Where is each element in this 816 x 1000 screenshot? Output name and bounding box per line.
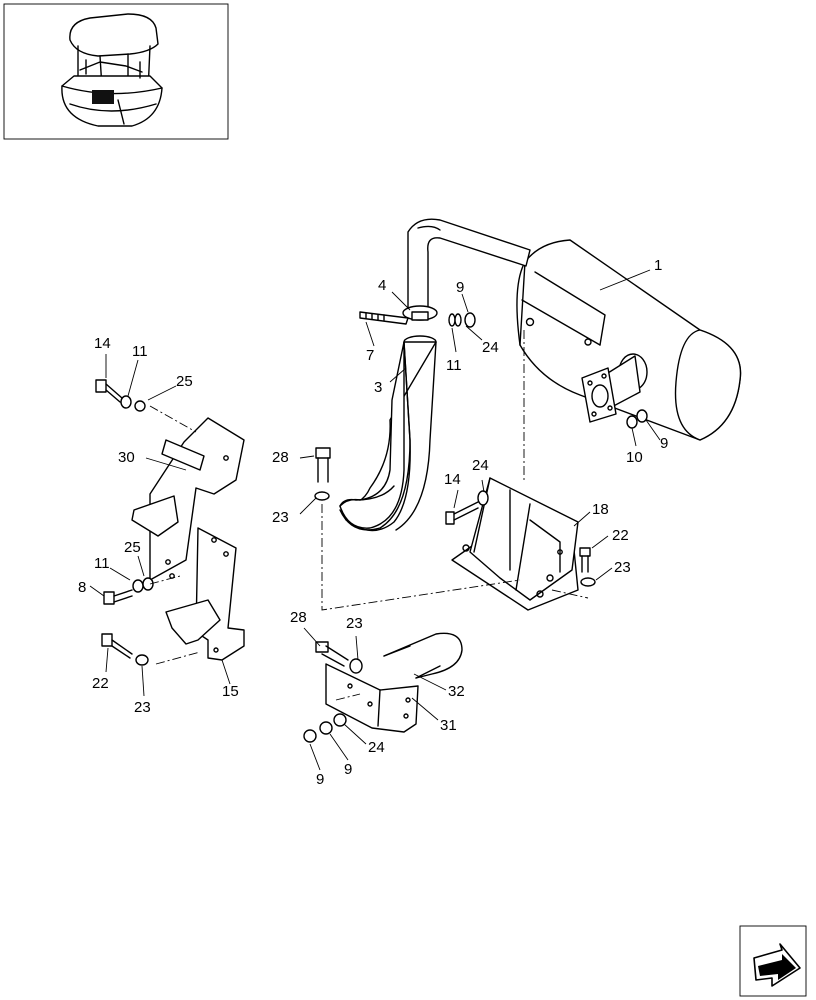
machine-location-thumbnail-icon bbox=[3, 3, 229, 140]
callout-25: 25 bbox=[124, 539, 141, 556]
callout-11: 11 bbox=[132, 343, 148, 360]
callout-32: 32 bbox=[448, 683, 465, 700]
callout-23: 23 bbox=[272, 509, 289, 526]
callout-8: 8 bbox=[78, 579, 86, 596]
fasteners bbox=[95, 379, 648, 743]
callout-9: 9 bbox=[660, 435, 668, 452]
callout-7: 7 bbox=[366, 347, 374, 364]
callout-22: 22 bbox=[92, 675, 109, 692]
u-bolt-bracket bbox=[325, 632, 463, 733]
callout-15: 15 bbox=[222, 683, 239, 700]
next-page-arrow-icon[interactable] bbox=[739, 925, 807, 997]
callout-9: 9 bbox=[456, 279, 464, 296]
callout-10: 10 bbox=[626, 449, 643, 466]
muffler bbox=[516, 239, 742, 441]
callout-24: 24 bbox=[482, 339, 499, 356]
callout-14: 14 bbox=[444, 471, 461, 488]
callout-4: 4 bbox=[378, 277, 386, 294]
flexible-hose bbox=[339, 335, 437, 532]
callout-23: 23 bbox=[346, 615, 363, 632]
callout-30: 30 bbox=[118, 449, 135, 466]
callout-28: 28 bbox=[272, 449, 289, 466]
hose-clamp bbox=[359, 305, 476, 328]
callout-31: 31 bbox=[440, 717, 457, 734]
callout-9: 9 bbox=[316, 771, 324, 788]
callout-24: 24 bbox=[368, 739, 385, 756]
muffler-support-bracket bbox=[451, 477, 579, 611]
callout-3: 3 bbox=[374, 379, 382, 396]
callout-24: 24 bbox=[472, 457, 489, 474]
callout-23: 23 bbox=[134, 699, 151, 716]
exhaust-pipe bbox=[407, 218, 531, 309]
callout-9: 9 bbox=[344, 761, 352, 778]
callout-14: 14 bbox=[94, 335, 111, 352]
callout-11: 11 bbox=[446, 357, 462, 374]
callout-leaders bbox=[89, 269, 661, 771]
left-bracket-upper bbox=[131, 417, 245, 581]
callout-11: 11 bbox=[94, 555, 110, 572]
callout-22: 22 bbox=[612, 527, 629, 544]
alignment-lines bbox=[149, 330, 589, 701]
callout-23: 23 bbox=[614, 559, 631, 576]
callout-18: 18 bbox=[592, 501, 609, 518]
callout-1: 1 bbox=[654, 257, 662, 274]
left-bracket-lower bbox=[165, 527, 245, 661]
callout-28: 28 bbox=[290, 609, 307, 626]
callout-labels: 1 4 9 7 11 24 3 14 11 25 30 28 23 10 9 1… bbox=[78, 257, 668, 788]
callout-25: 25 bbox=[176, 373, 193, 390]
